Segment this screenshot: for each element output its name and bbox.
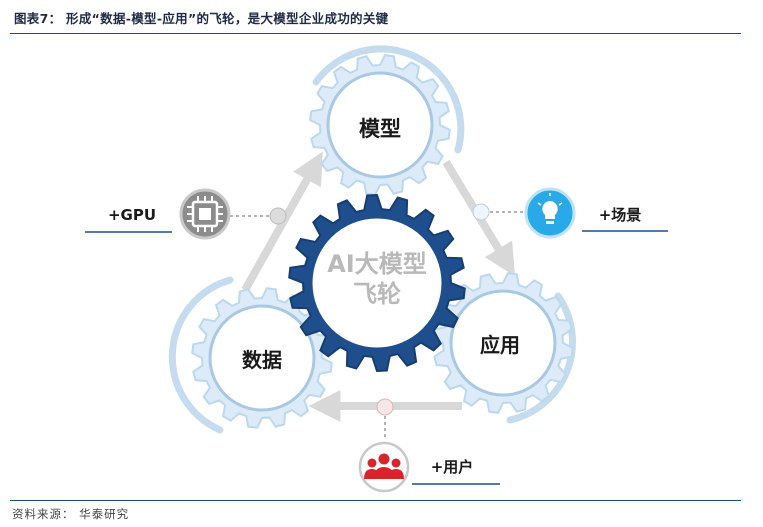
application-gear-label: 应用: [480, 333, 520, 357]
gpu-node: +GPU: [85, 188, 231, 240]
figure-title: 图表7： 形成“数据-模型-应用”的飞轮，是大模型企业成功的关键: [14, 11, 389, 26]
scene-connector-dot: [472, 203, 490, 221]
center-label-line2: 飞轮: [353, 280, 401, 308]
arrow-data-to-model: [241, 151, 323, 292]
gpu-connector-dot: [269, 207, 287, 225]
application-gear-hub: [449, 289, 557, 397]
center-gear-hub: [309, 215, 445, 351]
data-gear-label: 数据: [242, 348, 282, 372]
users-connector-dot: [376, 398, 394, 416]
application-gear-arc: [506, 292, 576, 424]
data-gear-hub: [208, 304, 316, 412]
center-label-line1: AI大模型: [327, 250, 427, 278]
data-gear-arc: [168, 276, 234, 434]
scene-label: +场景: [599, 206, 642, 224]
users-node: +用户: [358, 441, 500, 493]
model-gear-hub: [326, 71, 434, 179]
model-gear-arc: [312, 45, 465, 154]
users-label: +用户: [431, 458, 474, 476]
scene-node: +场景: [524, 187, 668, 239]
bottom-rule: [10, 500, 741, 501]
gpu-label: +GPU: [108, 206, 156, 224]
model-gear-label: 模型: [359, 116, 401, 141]
source-note: 资料来源： 华泰研究: [12, 507, 130, 521]
top-rule: [10, 33, 741, 34]
